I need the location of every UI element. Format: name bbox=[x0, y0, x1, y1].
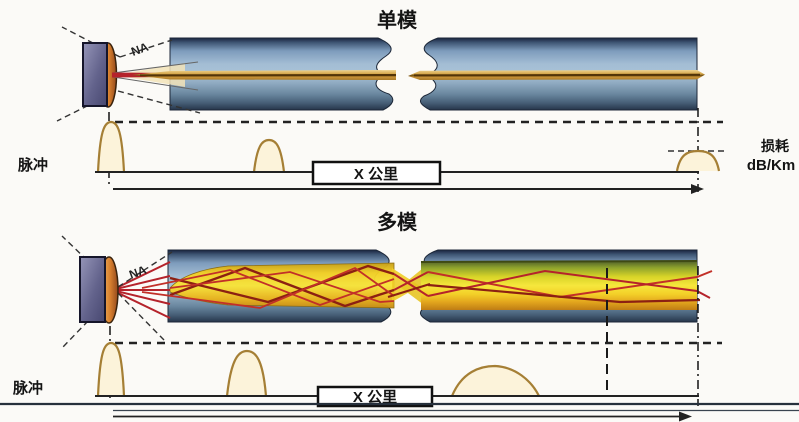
multi-mode-axis: X 公里 bbox=[0, 385, 799, 422]
na-label: NA bbox=[129, 40, 150, 59]
na-label: NA bbox=[127, 263, 148, 282]
distance-label: X 公里 bbox=[353, 389, 397, 406]
single-mode-pulses bbox=[96, 120, 721, 173]
loss-label: 损耗 dB/Km bbox=[747, 138, 795, 174]
multi-mode-pulses bbox=[96, 341, 540, 397]
arrowhead-icon bbox=[691, 184, 704, 194]
pulse-output bbox=[675, 149, 721, 172]
na-cone-line bbox=[117, 292, 165, 341]
pulse-axis-label: 脉冲 bbox=[17, 156, 48, 174]
loss-label-line2: dB/Km bbox=[747, 157, 795, 174]
arrowhead-icon bbox=[679, 411, 692, 422]
na-cone-line bbox=[117, 90, 201, 114]
pulse-output-broadened bbox=[450, 364, 540, 397]
pulse-input bbox=[96, 341, 126, 397]
pulse-axis-label: 脉冲 bbox=[12, 379, 43, 397]
pulse-input bbox=[96, 120, 126, 173]
emitter-body bbox=[79, 256, 106, 323]
distance-box bbox=[311, 160, 442, 186]
multi-mode-section: 多模 bbox=[0, 210, 799, 422]
single-mode-title: 单模 bbox=[377, 8, 418, 32]
single-mode-axis: X 公里 bbox=[95, 160, 704, 194]
distance-box bbox=[316, 385, 434, 408]
single-mode-beam bbox=[112, 61, 705, 91]
laser-source-multi: NA bbox=[61, 235, 173, 349]
pulse-mid bbox=[225, 349, 268, 397]
distance-label: X 公里 bbox=[354, 166, 398, 183]
pulse-mid bbox=[252, 138, 286, 173]
multi-mode-title: 多模 bbox=[377, 210, 418, 234]
laser-source-single: NA bbox=[56, 26, 201, 122]
emitter-body bbox=[82, 42, 108, 107]
single-mode-section: 单模 NA bbox=[17, 8, 795, 194]
loss-label-line1: 损耗 bbox=[761, 138, 789, 154]
na-cone-line bbox=[119, 39, 173, 58]
multi-mode-rays bbox=[111, 261, 713, 319]
na-cone-line bbox=[117, 251, 173, 288]
